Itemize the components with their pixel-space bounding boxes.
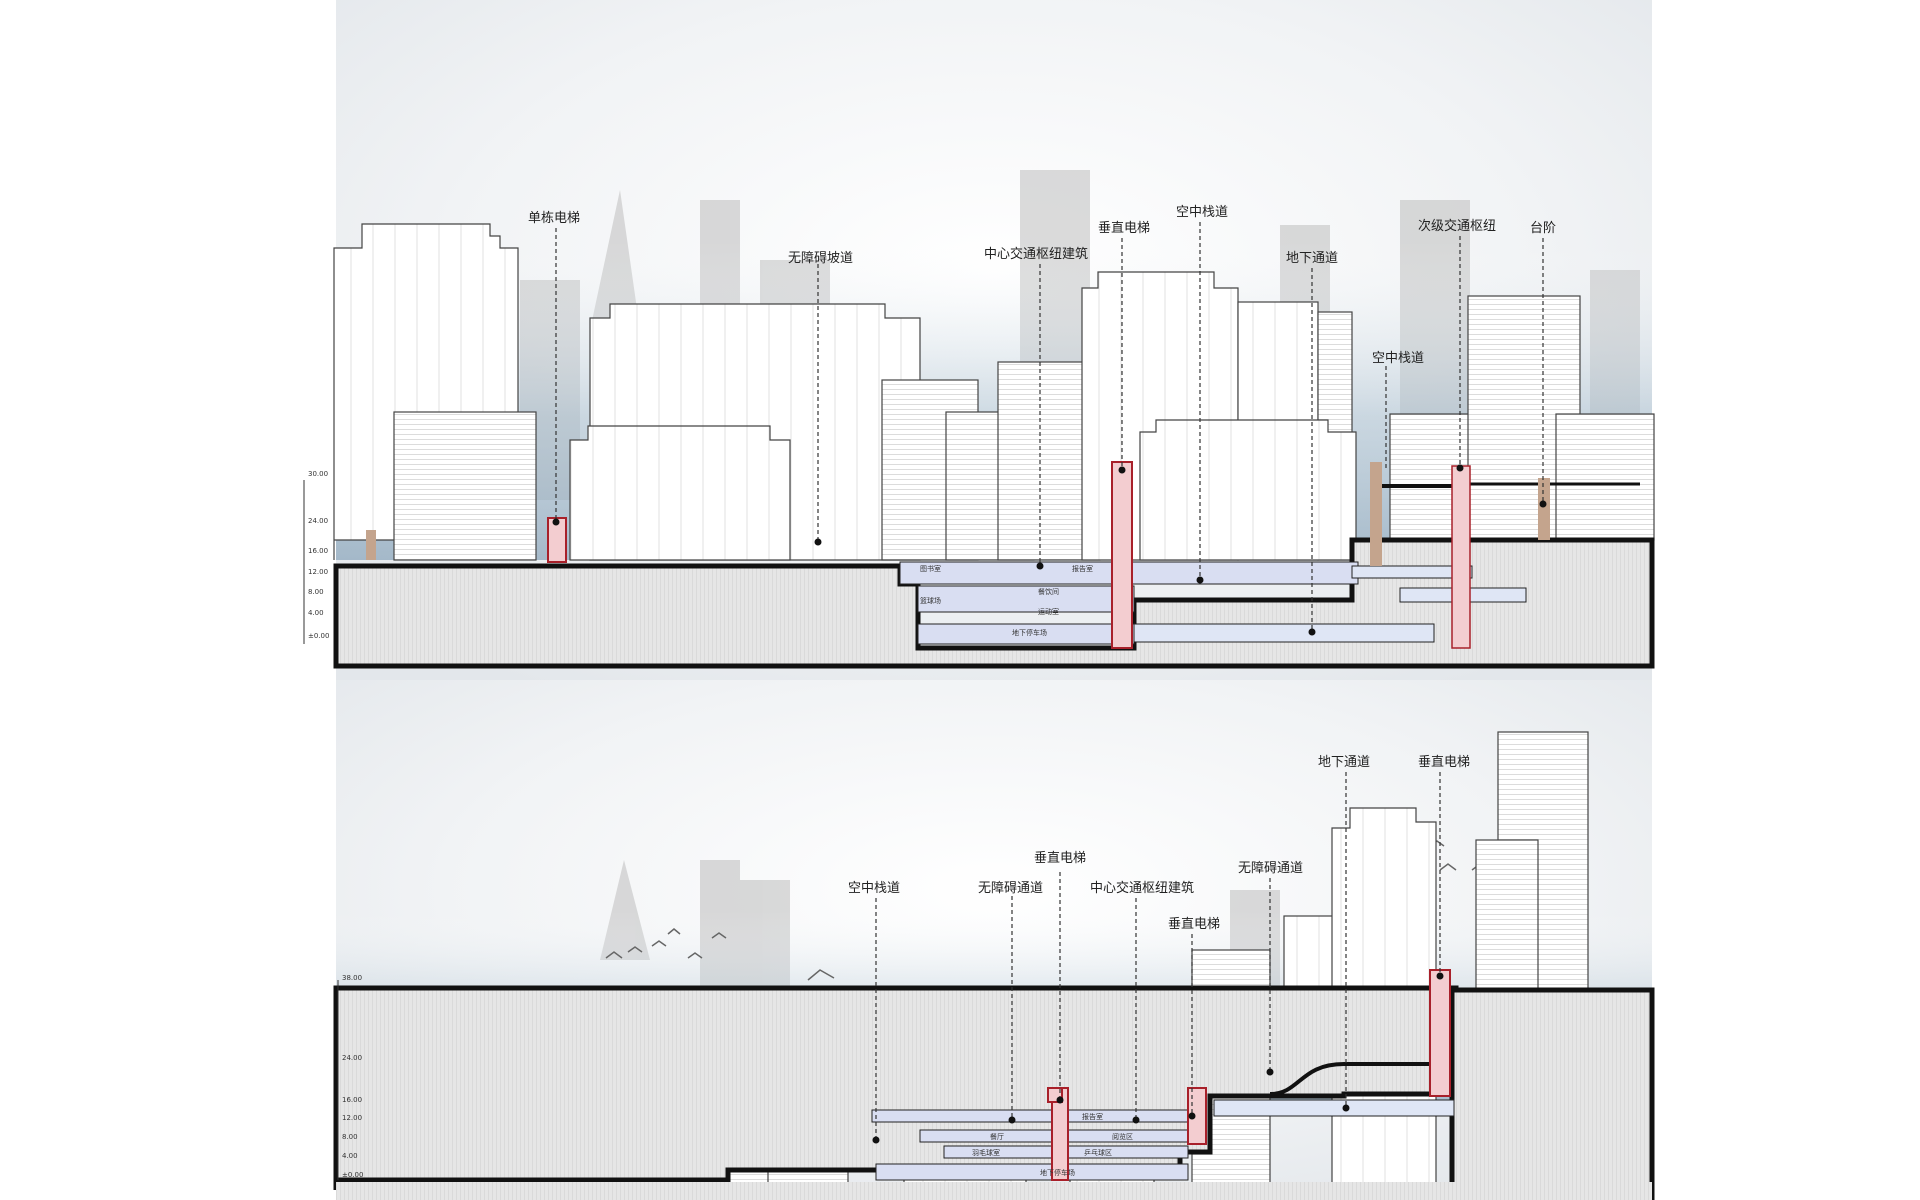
level-label: 12.00 (342, 1114, 362, 1122)
stair-element (1370, 462, 1382, 566)
callout-label: 台阶 (1530, 221, 1556, 236)
floor-plate (871, 1109, 1189, 1123)
level-label: 8.00 (342, 1133, 358, 1141)
room-label: 餐饮间 (1038, 587, 1059, 596)
level-label: 12.00 (308, 568, 328, 576)
callout-label: 地下通道 (1286, 251, 1338, 266)
buildings-top (333, 223, 1655, 561)
underground-passage (1133, 623, 1435, 643)
room-labels-bottom: 报告室 餐厅 阅览区 羽毛球室 乒乓球区 地下停车场 (972, 1112, 1133, 1177)
elevator-shaft (547, 517, 567, 563)
level-label: 24.00 (308, 517, 328, 525)
level-markers-top: 30.00 24.00 16.00 12.00 8.00 4.00 ±0.00 (303, 470, 329, 644)
stair-element (1538, 478, 1550, 540)
callout-label: 中心交通枢纽建筑 (984, 246, 1088, 262)
callout-label: 中心交通枢纽建筑 (1090, 880, 1194, 896)
callout-label: 垂直电梯 (1168, 917, 1220, 932)
section-top: 图书室 报告室 餐饮间 篮球场 运动室 地下停车场 30.00 24.00 16… (303, 0, 1655, 680)
callout-label: 空中栈道 (848, 881, 900, 896)
room-label: 阅览区 (1112, 1132, 1133, 1141)
callout-label: 垂直电梯 (1034, 851, 1086, 866)
level-label: 4.00 (342, 1152, 358, 1160)
room-label: 餐厅 (990, 1132, 1004, 1141)
level-label: 24.00 (342, 1054, 362, 1062)
floor-plate (875, 1163, 1189, 1181)
level-label: 16.00 (342, 1096, 362, 1104)
elevators-bottom (1047, 969, 1451, 1181)
level-label: 8.00 (308, 588, 324, 596)
level-label: 30.00 (308, 470, 328, 478)
callouts-top: 单栋电梯 无障碍坡道 中心交通枢纽建筑 垂直电梯 空中栈道 地下通道 次级交通枢… (528, 205, 1556, 636)
callout-label: 垂直电梯 (1098, 221, 1150, 236)
callout-label: 无障碍坡道 (788, 251, 853, 266)
elevator-shaft (1451, 465, 1471, 649)
basement-b2 (917, 585, 1135, 613)
level-label: 4.00 (308, 609, 324, 617)
elevator-shaft (1429, 969, 1451, 1097)
callout-label: 单栋电梯 (528, 210, 580, 226)
room-label: 运动室 (1038, 607, 1059, 616)
callout-label: 次级交通枢纽 (1418, 218, 1496, 234)
room-label: 乒乓球区 (1084, 1148, 1112, 1157)
underground-passage (1213, 1099, 1455, 1117)
stair-element (366, 530, 376, 560)
room-label: 地下停车场 (1040, 1168, 1075, 1177)
callout-label: 空中栈道 (1372, 351, 1424, 366)
callout-label: 空中栈道 (1176, 205, 1228, 220)
callouts-bottom: 空中栈道 无障碍通道 垂直电梯 中心交通枢纽建筑 垂直电梯 无障碍通道 地下通道… (848, 755, 1470, 1144)
level-label: 16.00 (308, 547, 328, 555)
callout-label: 无障碍通道 (1238, 861, 1303, 876)
room-label: 图书室 (920, 564, 941, 573)
room-labels-top: 图书室 报告室 餐饮间 篮球场 运动室 地下停车场 (920, 564, 1093, 637)
level-label: ±0.00 (308, 632, 329, 640)
ground-section-bottom (333, 985, 1655, 1200)
room-label: 报告室 (1072, 564, 1093, 573)
callout-label: 地下通道 (1318, 755, 1370, 770)
callout-label: 无障碍通道 (978, 881, 1043, 896)
room-label: 羽毛球室 (972, 1148, 1000, 1157)
room-label: 地下停车场 (1012, 628, 1047, 637)
elevator-shaft (1111, 461, 1133, 649)
elevators-top (366, 461, 1550, 649)
room-label: 篮球场 (920, 596, 941, 605)
callout-label: 垂直电梯 (1418, 755, 1470, 770)
room-label: 报告室 (1082, 1112, 1103, 1121)
level-label: 38.00 (342, 974, 362, 982)
level-markers-bottom: 38.00 24.00 16.00 12.00 8.00 4.00 ±0.00 (337, 974, 363, 1180)
level-label: ±0.00 (342, 1171, 363, 1179)
section-bottom: 报告室 餐厅 阅览区 羽毛球室 乒乓球区 地下停车场 38.00 24.00 1… (333, 680, 1655, 1200)
